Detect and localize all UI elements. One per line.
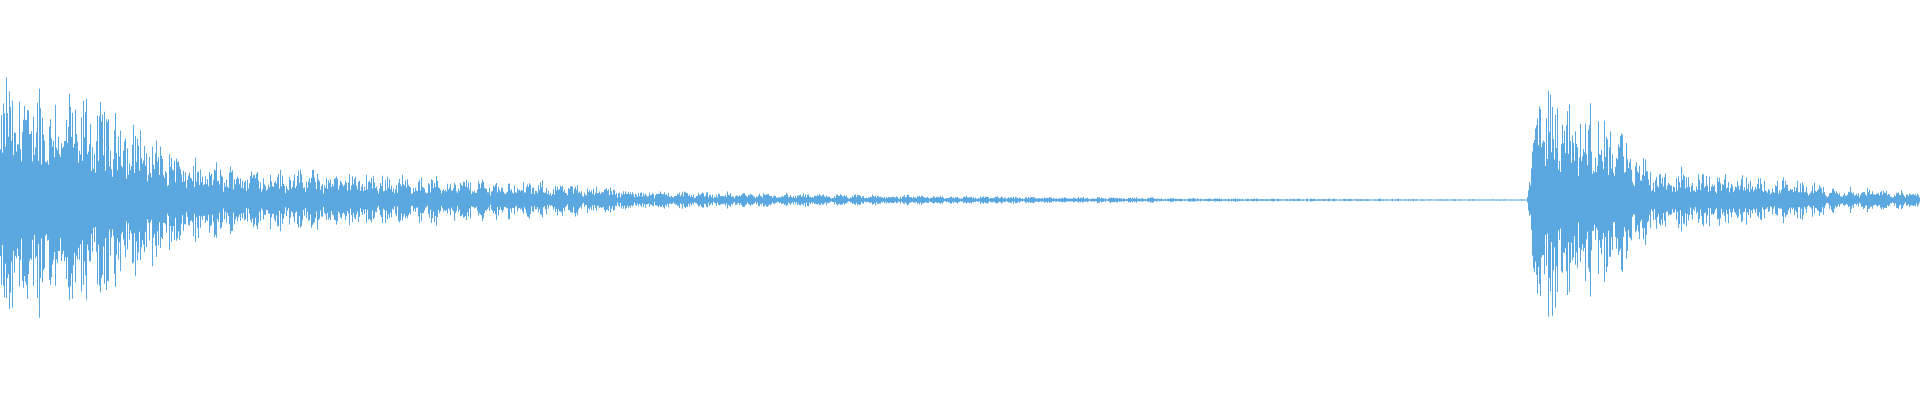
waveform-path [0, 77, 1920, 318]
waveform-channel [0, 77, 1920, 318]
